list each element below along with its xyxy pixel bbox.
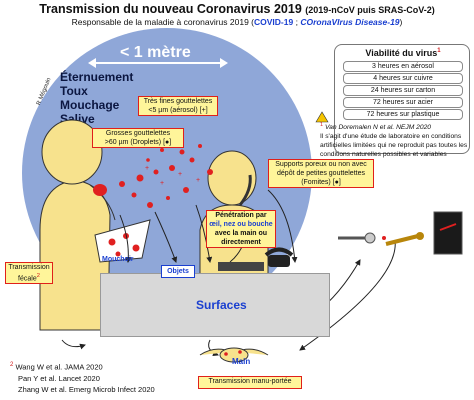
study-note: 1 Van Doremalen N et al. NEJM 2020 Il s'…: [320, 122, 468, 158]
viability-line: 72 heures sur acier: [343, 97, 463, 108]
symptom-item: Mouchage: [60, 98, 120, 112]
references: 2 Wang W et al. JAMA 2020 Pan Y et al. L…: [10, 362, 155, 394]
viability-panel: Viabilité du virus1 3 heures en aérosol …: [334, 44, 470, 154]
distance-arrow: [88, 58, 228, 68]
keyboard-icon: [218, 262, 264, 271]
objects-label: Objets: [161, 265, 195, 278]
brass-handle-icon: [385, 232, 424, 246]
fomites-box: Supports poreux ou non avec dépôt de pet…: [268, 159, 374, 188]
hand-transmission-box: Transmission manu-portée: [198, 376, 302, 389]
penetration-box: Pénétration par œil, nez ou bouche avec …: [206, 210, 276, 248]
page-title: Transmission du nouveau Coronavirus 2019…: [39, 2, 435, 16]
hand-label: Main: [232, 357, 251, 366]
droplet-spray: + + + +: [119, 138, 213, 208]
svg-text:+: +: [145, 165, 149, 172]
distance-label: < 1 mètre: [120, 44, 191, 61]
viability-line: 3 heures en aérosol: [343, 61, 463, 72]
covid-label: COVID-19: [254, 17, 294, 27]
viability-title: Viabilité du virus1: [365, 48, 441, 58]
surfaces-area: [100, 273, 330, 337]
symptom-item: Toux: [60, 84, 88, 98]
viability-line: 24 heures sur carton: [343, 85, 463, 96]
fine-droplets-box: Très fines gouttelettes <5 µm (aérosol) …: [138, 96, 218, 116]
title-virus-names: (2019-nCoV puis SRAS-CoV-2): [305, 5, 435, 15]
surfaces-label: Surfaces: [196, 298, 247, 312]
symptom-list: Éternuement Toux Mouchage Salive: [60, 70, 133, 126]
symptom-item: Éternuement: [60, 70, 134, 84]
svg-text:+: +: [178, 171, 182, 178]
svg-text:+: +: [160, 180, 164, 187]
door-handle-icon: [338, 232, 386, 244]
handshake-icon: [199, 347, 269, 363]
large-droplets-box: Grosses gouttelettes >60 µm (Droplets) […: [92, 128, 184, 148]
page-subtitle: Responsable de la maladie à coronavirus …: [71, 17, 403, 27]
reference-item: Pan Y et al. Lancet 2020: [18, 373, 100, 383]
tissue-label: Mouchoir: [102, 256, 134, 263]
fecal-transmission-box: Transmission fécale2: [5, 262, 53, 284]
light-switch-icon: [433, 211, 463, 255]
reference-item: Zhang W et al. Emerg Microb Infect 2020: [18, 384, 155, 394]
svg-text:+: +: [196, 177, 200, 184]
sneezing-person-icon: [39, 119, 116, 331]
viability-line: 72 heures sur plastique: [343, 109, 463, 120]
reference-item: Wang W et al. JAMA 2020: [15, 362, 103, 372]
telephone-icon: [264, 247, 294, 267]
viability-line: 4 heures sur cuivre: [343, 73, 463, 84]
